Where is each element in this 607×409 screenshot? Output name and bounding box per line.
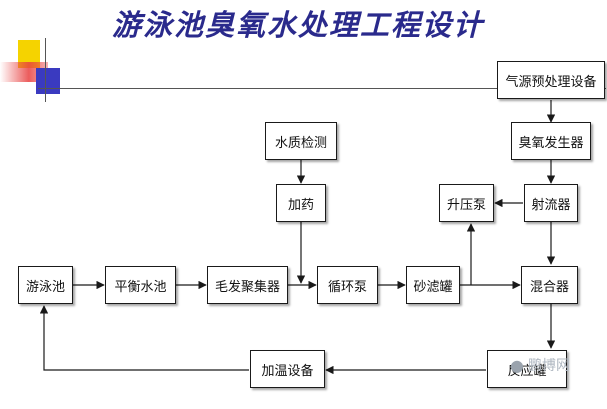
wechat-bubble-icon: ● [510,355,524,375]
node-pool: 游泳池 [18,266,73,304]
deco-vertical-line [45,38,46,102]
node-mixer: 混合器 [521,266,578,304]
title-underline [38,88,606,89]
node-ozone-generator: 臭氧发生器 [511,122,591,160]
watermark: ● 鹏博网 [510,352,605,378]
node-circulation-pump: 循环泵 [317,266,378,304]
node-ejector: 射流器 [524,184,578,222]
node-water-quality: 水质检测 [265,122,337,160]
node-booster-pump: 升压泵 [439,184,494,222]
deco-blue-square [36,68,60,94]
edge-heater-pool [39,305,249,371]
node-balance-tank: 平衡水池 [105,266,176,304]
slide-title: 游泳池臭氧水处理工程设计 [112,8,485,42]
node-pretreatment: 气源预处理设备 [497,61,605,99]
node-hair-collector: 毛发聚集器 [207,266,288,304]
node-dosing: 加药 [276,184,326,222]
node-sand-filter: 砂滤罐 [406,266,460,304]
watermark-text: 鹏博网 [527,358,570,374]
deco-yellow-square [18,40,40,68]
node-heater: 加温设备 [250,350,325,388]
node-reaction-tank: 反应罐 [487,350,567,388]
